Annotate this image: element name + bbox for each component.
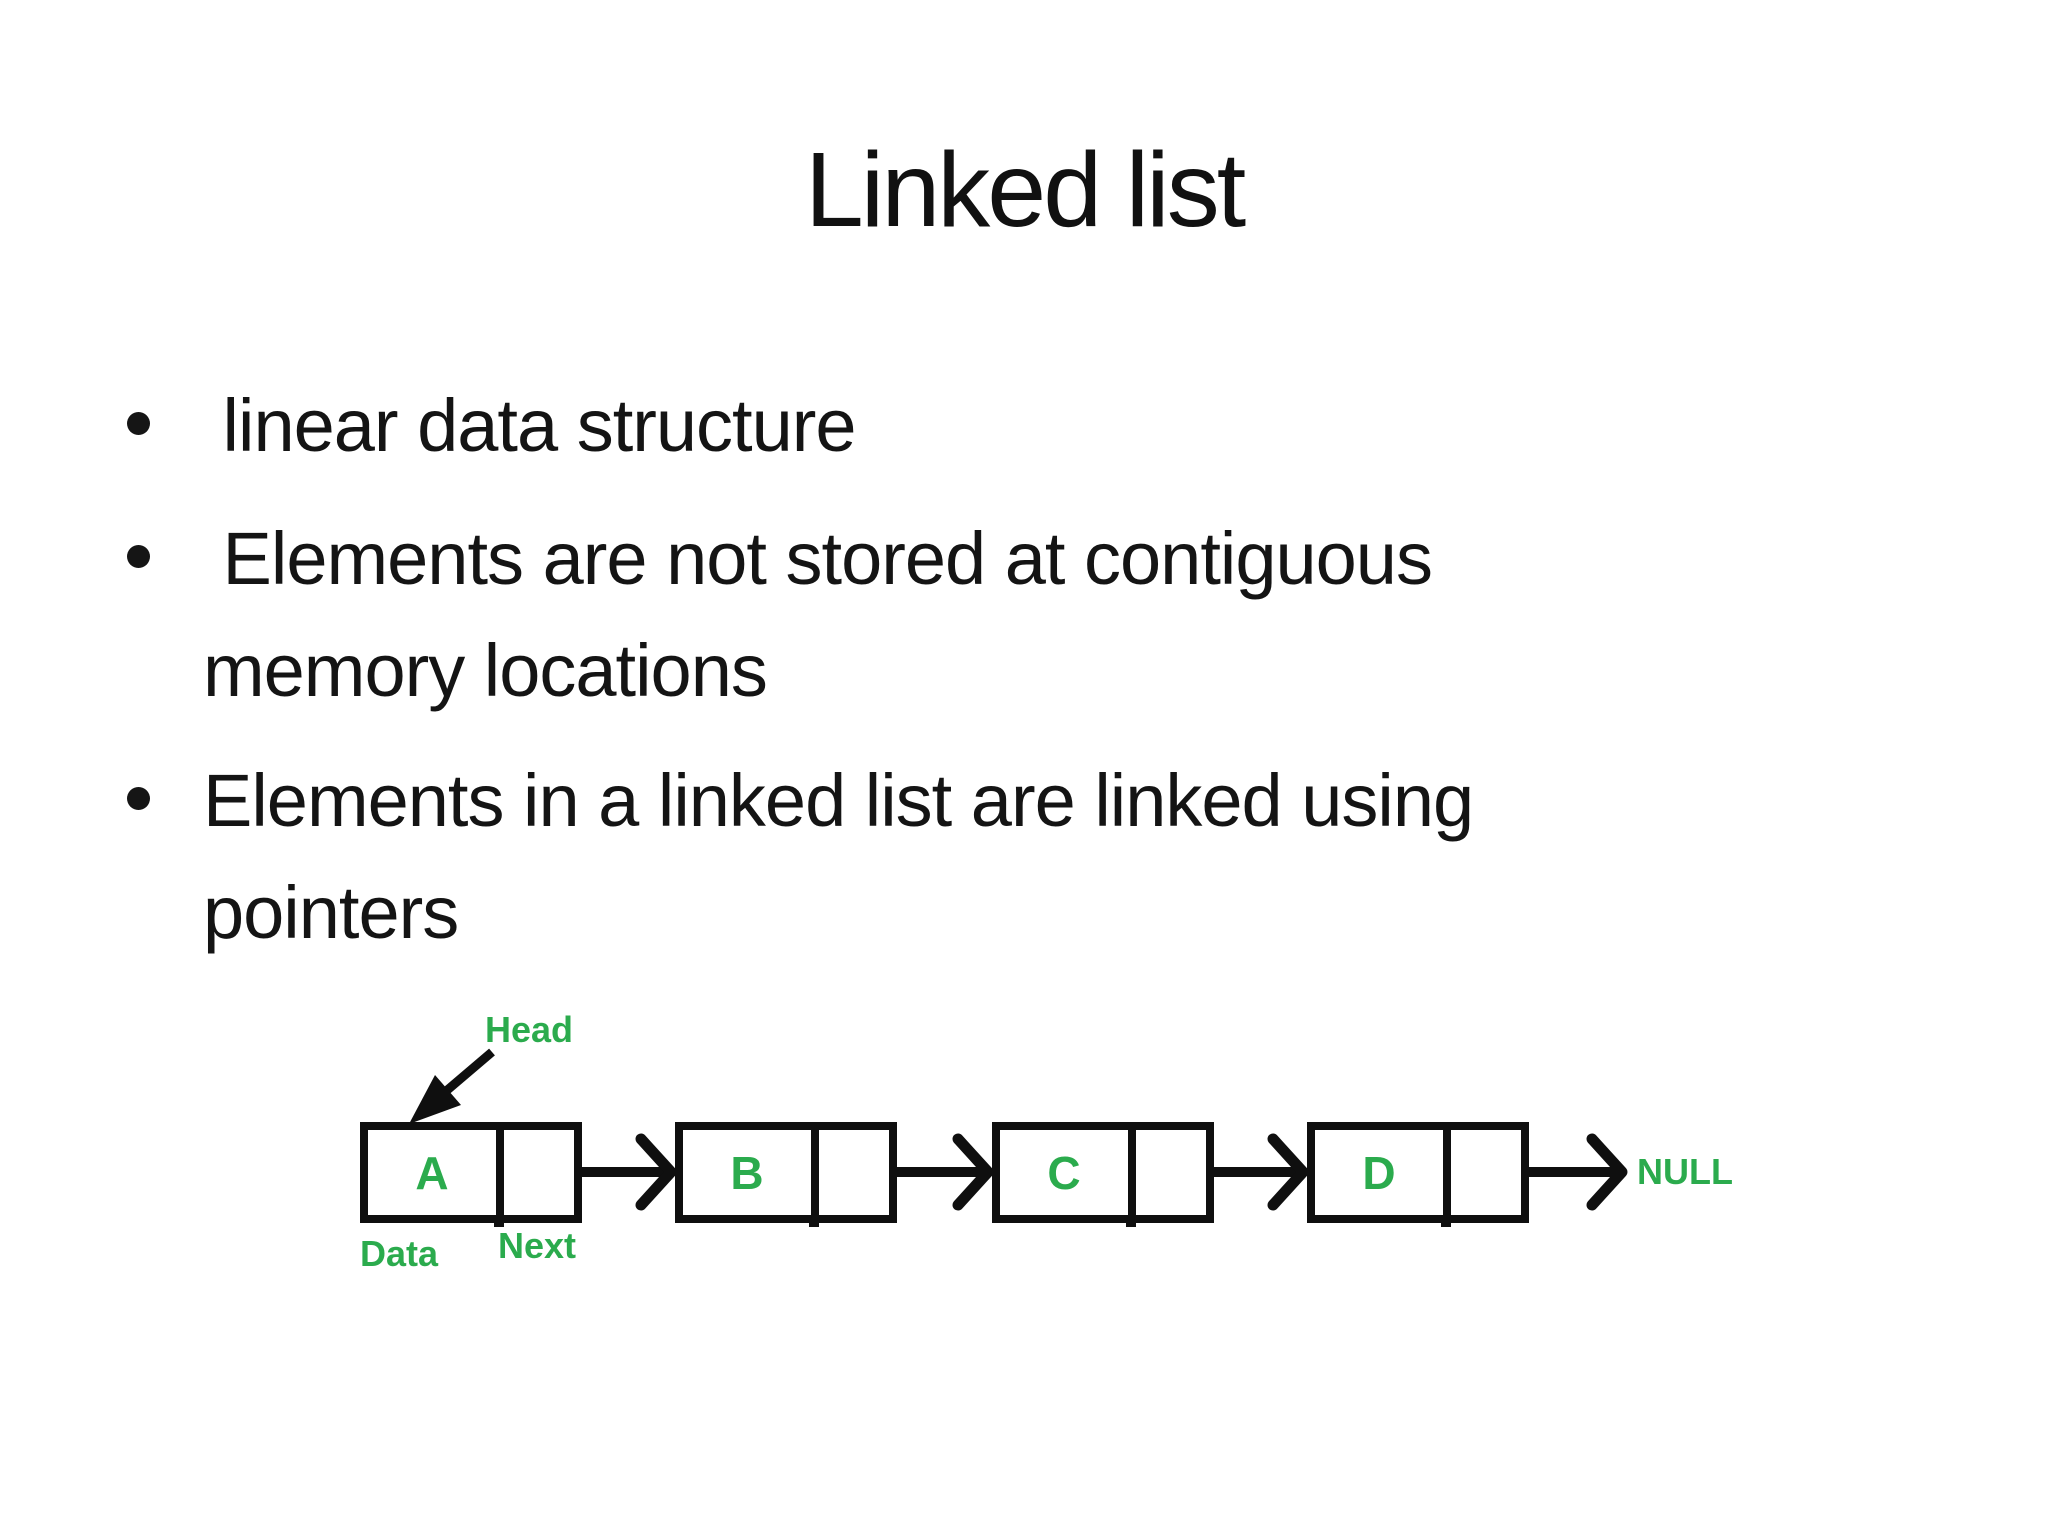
bullet-3-line-1: Elements in a linked list are linked usi…	[203, 759, 1474, 842]
bullet-2-line-1: Elements are not stored at contiguous	[203, 517, 1433, 600]
bullet-2-line-2: memory locations	[203, 629, 768, 712]
data-cell-label: Data	[360, 1233, 439, 1274]
page-title: Linked list	[804, 131, 1246, 249]
head-arrow	[409, 1048, 495, 1124]
node-divider-nub	[494, 1215, 504, 1227]
arrow-b-to-c	[887, 1133, 994, 1211]
bullet-dot-icon	[127, 412, 150, 435]
list-node-a: A	[360, 1122, 582, 1227]
list-node-c: C	[992, 1122, 1214, 1227]
node-d-data-value: D	[1362, 1146, 1396, 1199]
arrow-c-to-d	[1203, 1133, 1309, 1211]
bullet-dot-icon	[127, 787, 150, 810]
node-divider-nub	[809, 1215, 819, 1227]
bullet-dot-icon	[127, 545, 150, 568]
node-divider-nub	[1126, 1215, 1136, 1227]
node-cell-divider	[1443, 1130, 1451, 1215]
bullet-3-line-2: pointers	[203, 871, 459, 954]
bullet-1-line-1: linear data structure	[203, 384, 857, 467]
node-cell-divider	[811, 1130, 819, 1215]
head-pointer-label: Head	[485, 1009, 574, 1050]
node-cell-divider	[496, 1130, 504, 1215]
next-cell-label: Next	[498, 1225, 577, 1266]
null-terminator-label: NULL	[1637, 1151, 1733, 1192]
node-cell-divider	[1128, 1130, 1136, 1215]
node-divider-nub	[1441, 1215, 1451, 1227]
arrow-d-to-null	[1519, 1133, 1628, 1211]
node-b-data-value: B	[730, 1146, 764, 1199]
list-node-b: B	[675, 1122, 897, 1227]
list-node-d: D	[1307, 1122, 1529, 1227]
node-c-data-value: C	[1047, 1146, 1081, 1199]
arrow-a-to-b	[572, 1133, 677, 1211]
node-a-data-value: A	[415, 1146, 449, 1199]
